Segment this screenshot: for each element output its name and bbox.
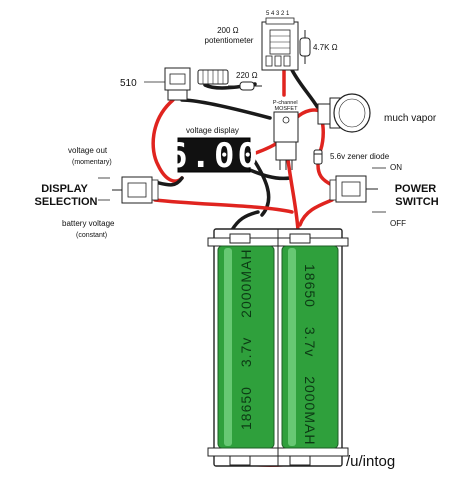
power-on-label: ON (390, 163, 402, 172)
wire-mosfet-to-battery (286, 158, 300, 232)
resistor-47k (299, 30, 311, 64)
battery-left-voltage: 3.7v (238, 337, 254, 367)
fire-button-label: much vapor (384, 113, 437, 124)
wire-chip-to-button (290, 68, 320, 110)
svg-text:18650 3.7v 2000MAH: 18650 3.7v 2000MAH (238, 249, 254, 430)
svg-text:200 Ω potentiometer: 200 Ω potentiometer (205, 26, 254, 45)
label-pointers (98, 81, 386, 213)
display-selection-switch (112, 176, 159, 204)
momentary-label: (momentary) (72, 159, 112, 166)
constant-label: (constant) (76, 232, 107, 239)
battery-right-capacity: 2000MAH (302, 376, 318, 445)
timer-chip-module (261, 17, 299, 71)
wire-510-to-mosfet (180, 98, 272, 120)
voltage-out-label: voltage out (68, 146, 108, 155)
voltage-display: 6.00 (167, 136, 261, 176)
zener-diode (313, 149, 323, 165)
mosfet-label-1: P-channel (273, 100, 298, 106)
chip-pin-numbers: 5 4 3 2 1 (266, 11, 290, 17)
battery-left-type: 18650 (238, 386, 254, 430)
zener-diode-label: 5.6v zener diode (330, 152, 390, 161)
battery-left-capacity: 2000MAH (238, 249, 254, 318)
mosfet-label-2: MOSFET (275, 106, 299, 112)
power-switch-label-2: SWITCH (395, 196, 438, 208)
potentiometer-label-2: potentiometer (205, 36, 254, 45)
credit-label: /u/intog (346, 453, 395, 470)
wire-display-sel-2 (153, 198, 294, 214)
labels: 5 4 3 2 1 200 Ω potentiometer 4.7K Ω 220… (35, 11, 440, 470)
battery-right-voltage: 3.7v (302, 327, 318, 357)
svg-text:POWER SWITCH: POWER SWITCH (395, 183, 440, 208)
battery-right-type: 18650 (302, 264, 318, 308)
wire-510-to-display (151, 98, 184, 183)
battery-cell-right: 18650 3.7v 2000MAH (281, 245, 339, 449)
wire-left-battery-neg (230, 210, 260, 232)
svg-text:18650 3.7v 2000MAH: 18650 3.7v 2000MAH (302, 264, 318, 445)
resistor-220-label: 220 Ω (236, 71, 258, 80)
connector-510 (164, 67, 191, 101)
svg-text:P-channel MOSFET: P-channel MOSFET (273, 100, 299, 112)
power-switch (329, 175, 378, 203)
resistor-220 (228, 81, 262, 91)
power-off-label: OFF (390, 219, 406, 228)
voltage-display-label: voltage display (186, 126, 239, 135)
potentiometer (197, 69, 229, 85)
battery-cell-left: 18650 3.7v 2000MAH (217, 245, 275, 449)
display-selection-label-1: DISPLAY (41, 183, 88, 195)
display-selection-label-2: SELECTION (35, 196, 98, 208)
mosfet (273, 111, 299, 170)
wire-switch-to-battery (298, 198, 334, 227)
battery-voltage-label: battery voltage (62, 219, 115, 228)
fire-button (317, 93, 371, 133)
potentiometer-label-1: 200 Ω (217, 26, 239, 35)
power-switch-label-1: POWER (395, 183, 437, 195)
svg-text:DISPLAY SELECTION: DISPLAY SELECTION (35, 183, 98, 208)
resistor-47k-label: 4.7K Ω (313, 43, 338, 52)
voltage-display-reading: 6.00 (167, 136, 261, 176)
connector-510-label: 510 (120, 78, 137, 89)
